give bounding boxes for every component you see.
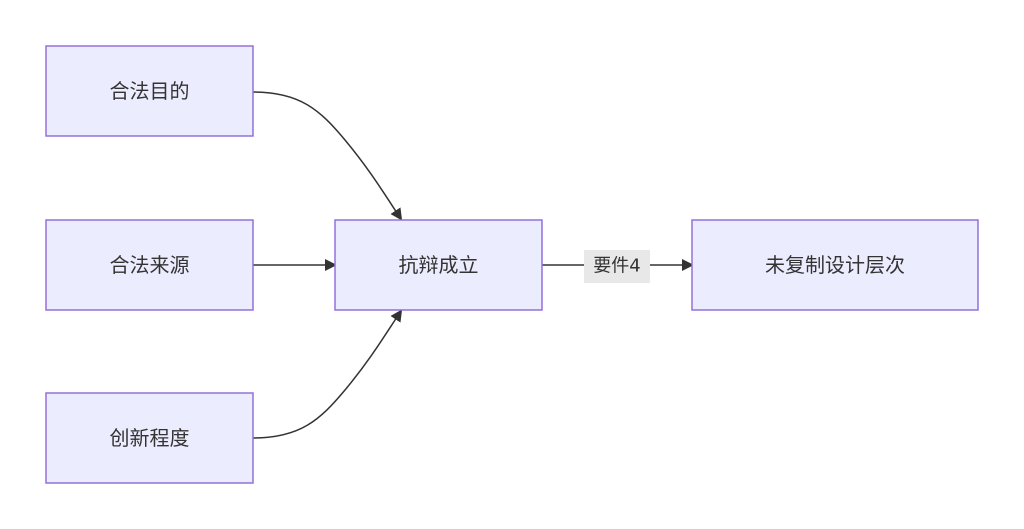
node-label: 合法目的: [110, 79, 190, 103]
node-innovation-degree: 创新程度: [45, 392, 254, 484]
node-design-level-not-copied: 未复制设计层次: [691, 219, 979, 311]
node-legal-purpose: 合法目的: [45, 45, 254, 137]
edge-label-text: 要件4: [593, 256, 640, 277]
node-label: 创新程度: [110, 426, 190, 450]
edge-innovation-to-defense: [252, 309, 403, 439]
node-label: 未复制设计层次: [765, 253, 905, 277]
edge-label-element-4: 要件4: [584, 250, 650, 283]
node-defense-established: 抗辩成立: [334, 219, 543, 311]
node-label: 合法来源: [110, 253, 190, 277]
node-legal-source: 合法来源: [45, 219, 254, 311]
edge-legal-purpose-to-defense: [252, 91, 403, 221]
node-label: 抗辩成立: [399, 253, 479, 277]
